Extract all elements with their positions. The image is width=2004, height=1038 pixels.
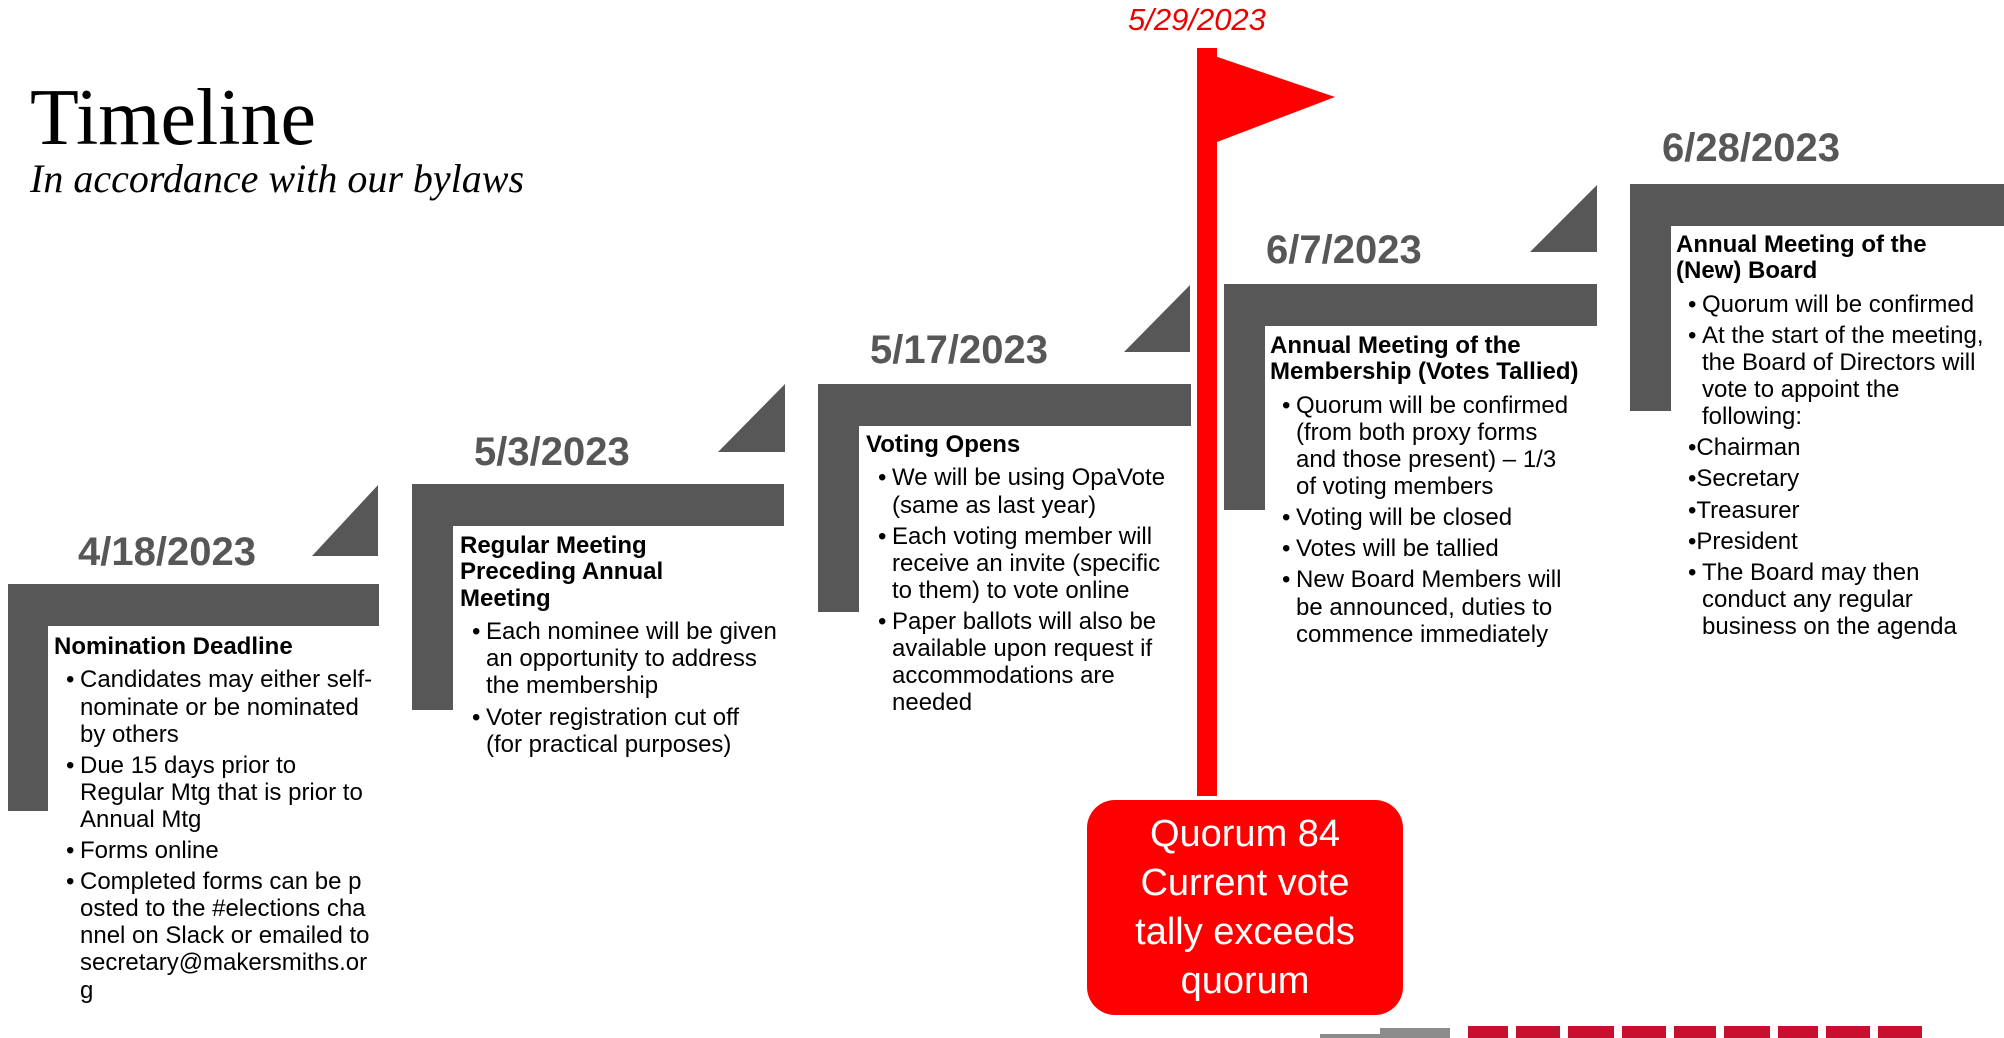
quorum-callout: Quorum 84 Current vote tally exceeds quo…: [1087, 800, 1403, 1015]
step-2-content: Regular Meeting Preceding Annual Meeting…: [460, 532, 780, 762]
step-5-shape: [1630, 184, 2004, 411]
callout-line: tally exceeds: [1135, 910, 1355, 953]
step-5-sub-item: •Secretary: [1688, 465, 1800, 493]
step-2-heading: Regular Meeting Preceding Annual Meeting: [460, 532, 664, 612]
step-1-date: 4/18/2023: [78, 530, 256, 574]
callout-line: quorum: [1180, 959, 1310, 1002]
step-1-heading: Nomination Deadline: [54, 633, 293, 660]
step-5-heading: Annual Meeting of the (New) Board: [1676, 231, 1927, 285]
step-2-item: Voter registration cut off (for practica…: [472, 704, 780, 758]
step-3-item: Each voting member will receive an invit…: [878, 523, 1184, 604]
step-4-content: Annual Meeting of the Membership (Votes …: [1270, 332, 1580, 652]
step-1-item: Due 15 days prior to Regular Mtg that is…: [66, 752, 374, 833]
step-2-shape: [412, 384, 785, 710]
callout-line: Current vote: [1140, 861, 1350, 904]
step-3-item: Paper ballots will also be available upo…: [878, 608, 1184, 716]
step-2-date: 5/3/2023: [474, 430, 630, 474]
page-subtitle: In accordance with our bylaws: [30, 156, 525, 201]
makersmiths-logo: [1320, 1026, 1922, 1038]
step-1-item: Forms online: [66, 837, 374, 864]
step-1-content: Nomination Deadline Candidates may eithe…: [54, 633, 374, 1008]
step-4-item: New Board Members will be announced, dut…: [1282, 566, 1580, 647]
step-4-item: Voting will be closed: [1282, 504, 1580, 531]
step-5-sub-item: •President: [1688, 527, 1798, 555]
step-4-heading: Annual Meeting of the Membership (Votes …: [1270, 332, 1579, 386]
step-5-date: 6/28/2023: [1662, 126, 1840, 170]
step-5-sub-item: •Chairman: [1688, 434, 1801, 462]
step-3-heading: Voting Opens: [866, 431, 1021, 458]
callout-line: Quorum 84: [1149, 812, 1341, 855]
flag-marker: [1197, 48, 1335, 796]
page-title: Timeline: [30, 74, 316, 162]
step-2-item: Each nominee will be given an opportunit…: [472, 618, 780, 699]
step-5-content: Annual Meeting of the (New) Board Quorum…: [1676, 231, 1986, 644]
step-3-date: 5/17/2023: [870, 328, 1048, 372]
step-3-item: We will be using OpaVote (same as last y…: [878, 464, 1184, 518]
step-5-item: The Board may then conduct any regular b…: [1688, 559, 1986, 640]
step-5-sub-item: •Treasurer: [1688, 496, 1800, 524]
step-4-shape: [1224, 185, 1597, 510]
step-5-item: At the start of the meeting, the Board o…: [1688, 322, 1986, 430]
step-4-date: 6/7/2023: [1266, 228, 1422, 272]
step-4-item: Votes will be tallied: [1282, 535, 1580, 562]
step-3-shape: [818, 285, 1191, 612]
step-1-shape: [8, 485, 379, 811]
flag-date: 5/29/2023: [1128, 2, 1266, 37]
step-3-content: Voting Opens We will be using OpaVote (s…: [866, 431, 1184, 720]
step-4-item: Quorum will be confirmed (from both prox…: [1282, 392, 1580, 500]
step-1-item: Candidates may either self-nominate or b…: [66, 666, 374, 747]
step-5-item: Quorum will be confirmed: [1688, 291, 1986, 318]
step-1-item: Completed forms can be posted to the #el…: [66, 868, 374, 1004]
